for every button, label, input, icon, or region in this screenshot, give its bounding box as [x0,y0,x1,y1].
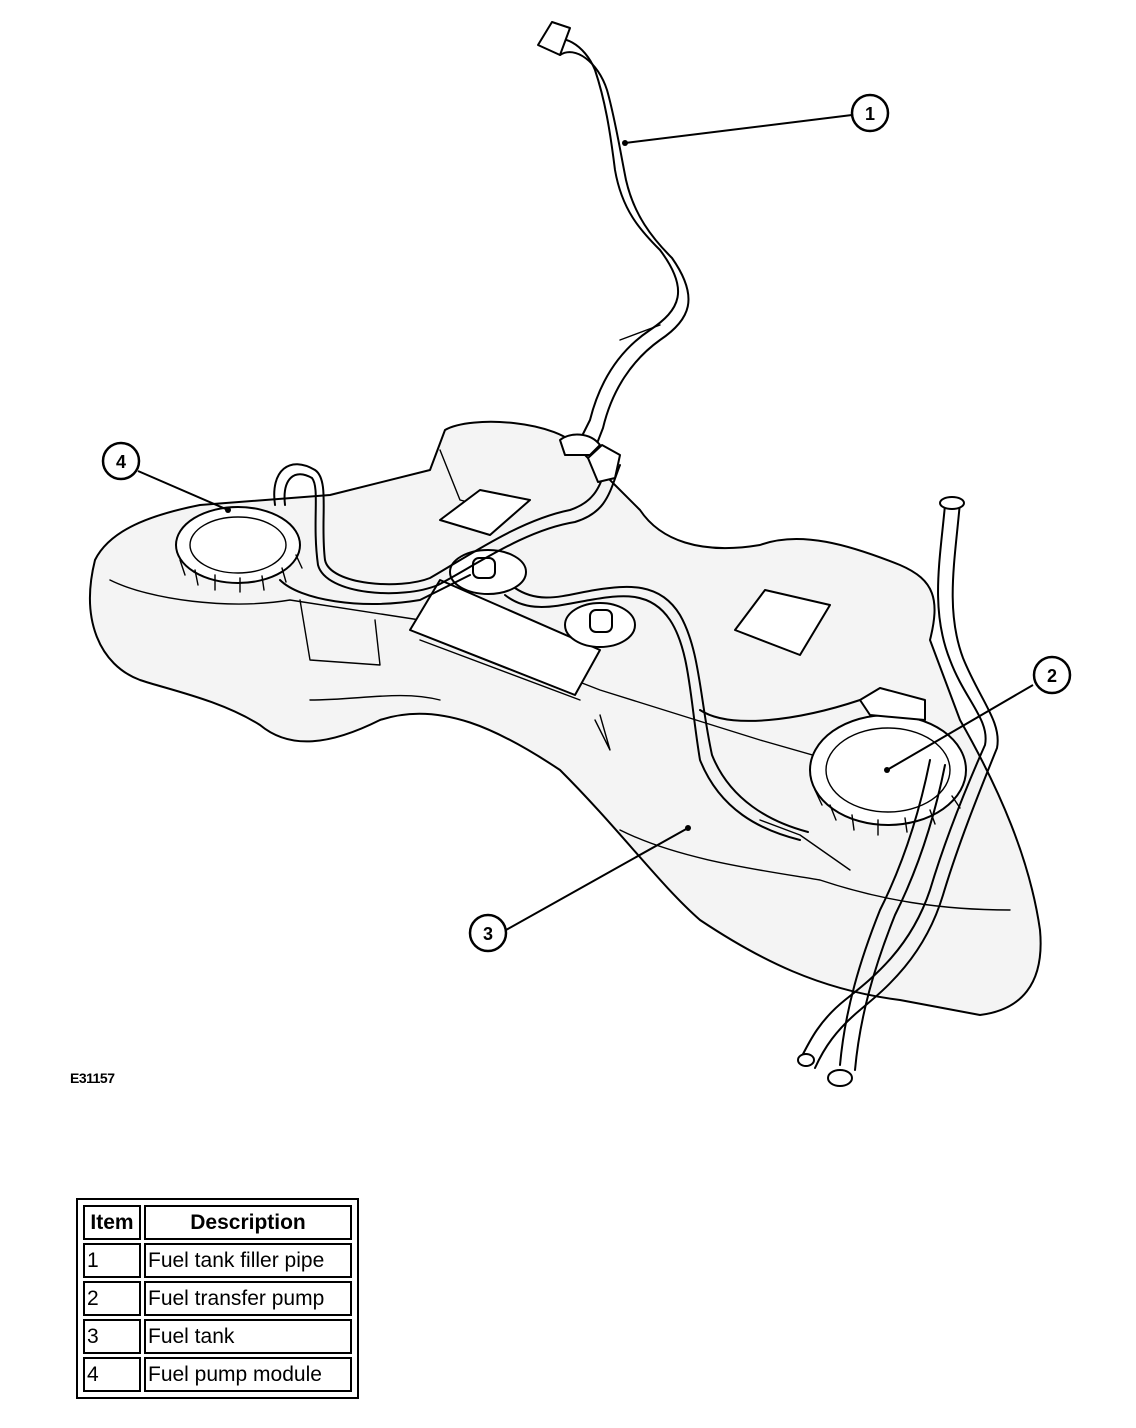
callout-3-label: 3 [483,924,493,944]
legend-row: 4 Fuel pump module [83,1357,352,1392]
legend-item: 2 [83,1281,141,1316]
legend-header-description: Description [144,1205,352,1240]
fuel-tank-diagram: 1 2 3 4 [89,21,1072,1087]
legend-header-row: Item Description [83,1205,352,1240]
legend-item: 3 [83,1319,141,1354]
center-valve-drawing [449,549,636,648]
fuel-lines-drawing [273,444,999,1087]
legend-description: Fuel tank [144,1319,352,1354]
callout-leaders [137,114,1034,931]
legend-description: Fuel pump module [144,1357,352,1392]
figure-code: E31157 [70,1070,115,1086]
legend-row: 1 Fuel tank filler pipe [83,1243,352,1278]
legend-description: Fuel transfer pump [144,1281,352,1316]
legend-item: 4 [83,1357,141,1392]
fuel-pump-module-drawing [175,506,303,593]
legend-item: 1 [83,1243,141,1278]
callout-2-label: 2 [1047,666,1057,686]
legend-table: Item Description 1 Fuel tank filler pipe… [76,1198,359,1399]
callout-2: 2 [1032,655,1072,695]
legend-row: 3 Fuel tank [83,1319,352,1354]
fuel-tank-filler-pipe-drawing [537,21,690,456]
legend-description: Fuel tank filler pipe [144,1243,352,1278]
legend-row: 2 Fuel transfer pump [83,1281,352,1316]
callout-4-label: 4 [116,452,126,472]
callout-4: 4 [101,441,141,481]
callout-3: 3 [468,913,508,953]
callout-1: 1 [850,93,890,133]
callout-1-label: 1 [865,104,875,124]
fuel-tank-drawing [89,420,1042,1016]
legend-header-item: Item [83,1205,141,1240]
